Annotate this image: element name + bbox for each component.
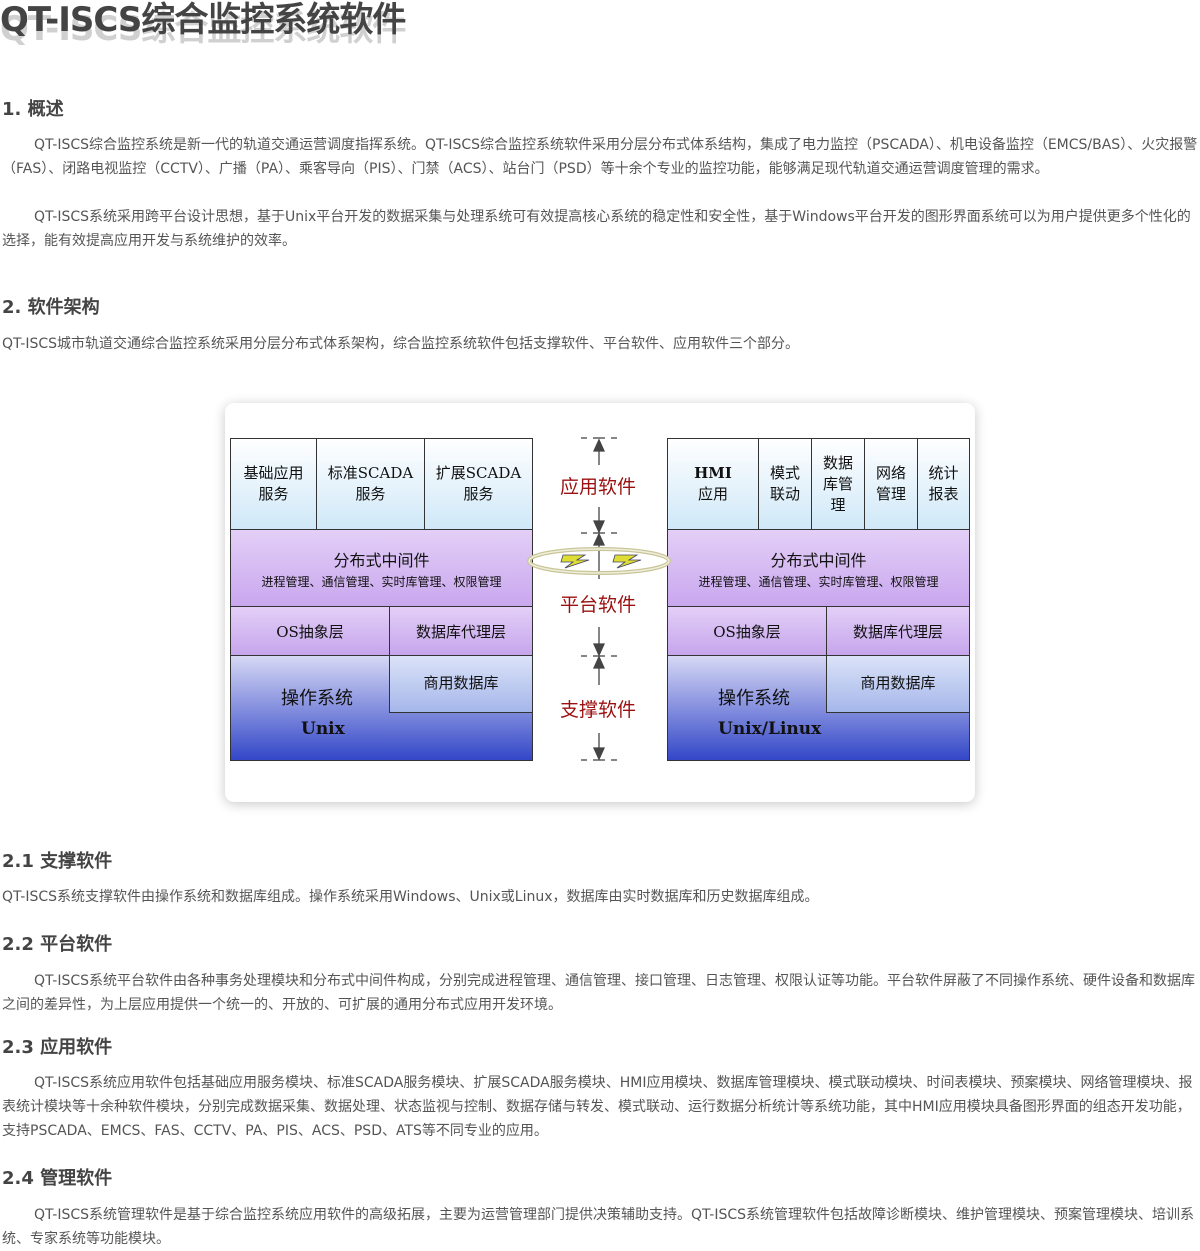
section-heading-architecture: 2. 软件架构 [2,297,100,318]
right-db-proxy-layer: 数据库代理层 [826,606,970,656]
architecture-paragraph: QT-ISCS城市轨道交通综合监控系统采用分层分布式体系架构，综合监控系统软件包… [2,336,800,352]
management-paragraph: QT-ISCS系统管理软件是基于综合监控系统应用软件的高级拓展，主要为运营管理部… [2,1207,1195,1247]
left-db-proxy-layer: 数据库代理层 [389,606,533,656]
left-middleware-layer: 分布式中间件 进程管理、通信管理、实时库管理、权限管理 [230,529,533,607]
label-support-software: 支撑软件 [560,699,637,721]
section-heading-support: 2.1 支撑软件 [2,851,113,872]
label-application-software: 应用软件 [560,476,637,498]
right-middleware-layer: 分布式中间件 进程管理、通信管理、实时库管理、权限管理 [667,529,970,607]
right-commercial-database: 商用数据库 [826,655,970,713]
overview-paragraph-2: QT-ISCS系统采用跨平台设计思想，基于Unix平台开发的数据采集与处理系统可… [2,209,1191,249]
right-app-statistics-report: 统计报表 [917,438,970,530]
platform-paragraph: QT-ISCS系统平台软件由各种事务处理模块和分布式中间件构成，分别完成进程管理… [2,973,1196,1013]
left-commercial-database: 商用数据库 [389,655,533,713]
application-paragraph: QT-ISCS系统应用软件包括基础应用服务模块、标准SCADA服务模块、扩展SC… [2,1075,1193,1139]
left-bolt-icon [560,554,590,569]
right-bolt-icon [612,554,642,569]
left-os-abstraction-layer: OS抽象层 [230,606,390,656]
overview-paragraph-1: QT-ISCS综合监控系统是新一代的轨道交通运营调度指挥系统。QT-ISCS综合… [2,137,1198,177]
section-heading-overview: 1. 概述 [2,99,64,120]
right-os-abstraction-layer: OS抽象层 [667,606,827,656]
left-app-basic-service: 基础应用服务 [230,438,317,530]
section-heading-management: 2.4 管理软件 [2,1168,113,1189]
right-app-mode-linkage: 模式联动 [758,438,812,530]
page-title: QT-ISCS综合监控系统软件 [0,0,406,40]
section-heading-application: 2.3 应用软件 [2,1037,113,1058]
support-paragraph: QT-ISCS系统支撑软件由操作系统和数据库组成。操作系统采用Windows、U… [2,889,819,905]
label-platform-software: 平台软件 [560,594,637,616]
right-app-network-management: 网络管理 [864,438,918,530]
section-heading-platform: 2.2 平台软件 [2,934,113,955]
right-app-db-management: 数据库管理 [811,438,865,530]
